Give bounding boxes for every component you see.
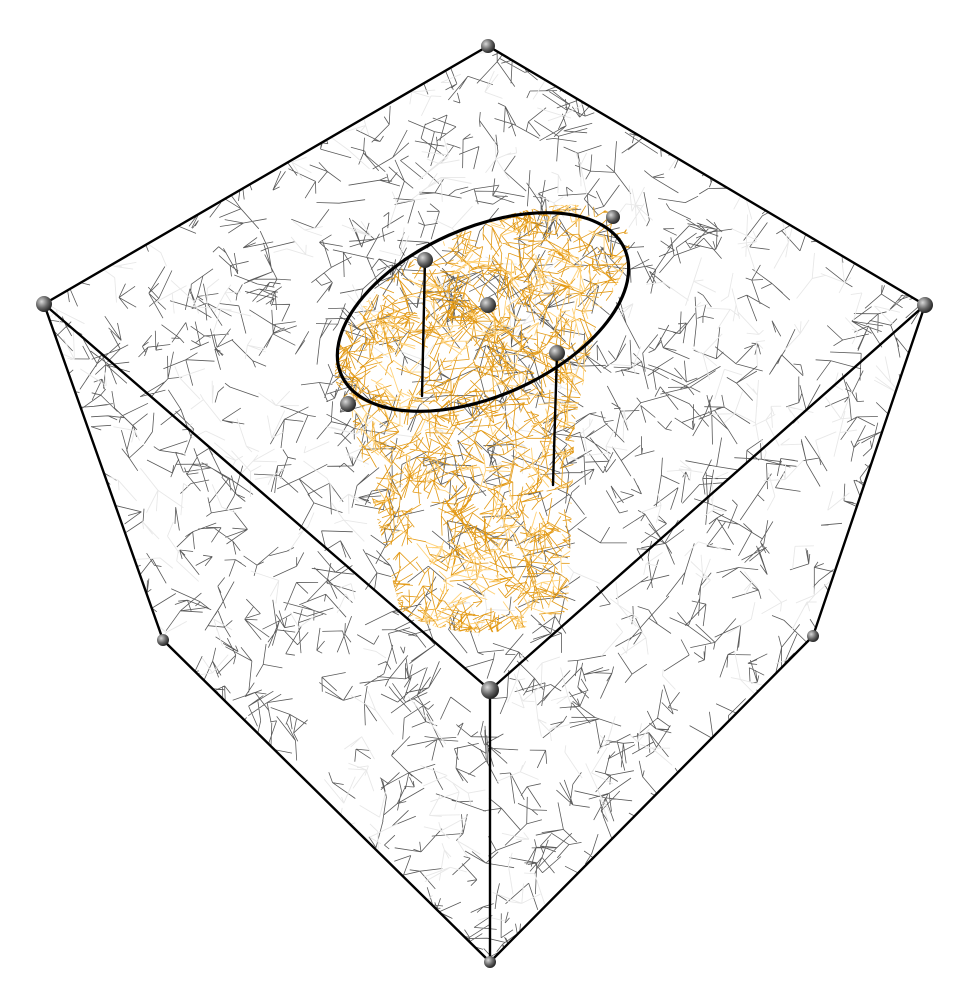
cube-vertex [917,297,933,313]
cylinder-edge [420,258,427,398]
cylinder-top-ellipse [335,211,631,413]
cube-edge [42,302,492,692]
cube-edge [488,303,927,692]
cube-vertex [481,681,499,699]
cylinder-vertex [549,345,565,361]
cube-edge [42,302,165,642]
cube-edge [486,44,927,307]
cube-vertex [484,956,496,968]
cylinder-vertex [340,396,356,412]
cube-vertex [481,39,495,53]
cylinder-outline [335,211,631,487]
cylinder-edge [551,351,559,487]
vertex-markers [36,39,933,968]
mesh-edges-highlight [334,204,630,633]
cylinder-vertex [606,210,620,224]
cylinder-vertex [480,297,496,313]
cube-vertex [157,634,169,646]
cylinder-vertex [417,252,433,268]
cube-edge [161,638,492,964]
cube-vertex [36,296,52,312]
cube-edge [42,44,490,306]
cube-edge [811,303,927,638]
cube-edges [42,44,927,964]
cube-vertex [807,630,819,642]
mesh-edges-highlight [44,46,925,962]
cube-edge [488,634,815,964]
